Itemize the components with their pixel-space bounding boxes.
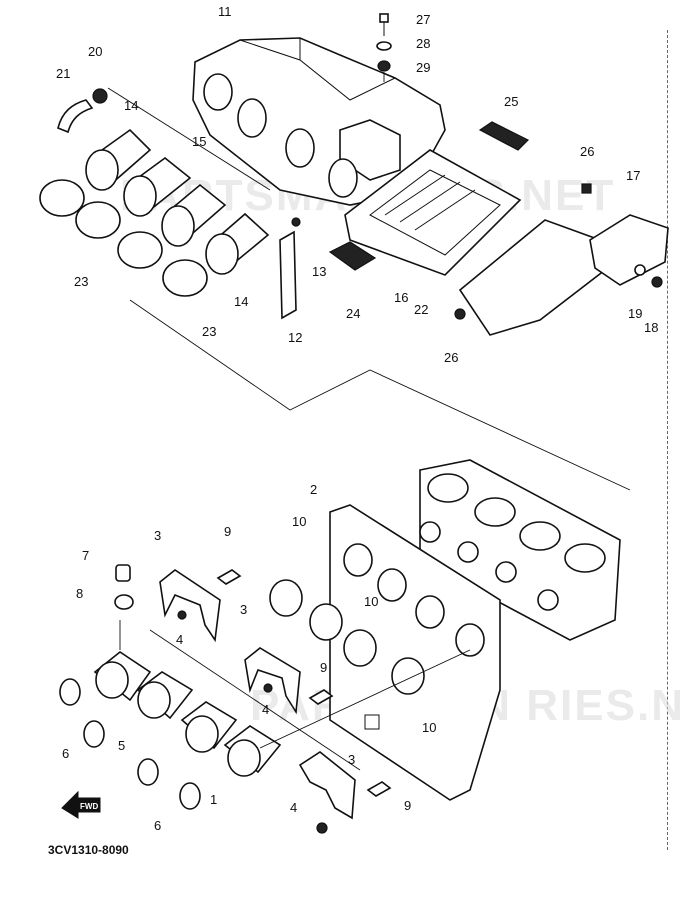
callout-6-left: 6 xyxy=(62,746,69,761)
page-edge-line xyxy=(665,30,668,850)
bolt-9c xyxy=(366,781,392,797)
joint-plate-2 xyxy=(329,504,501,801)
callout-6-bottom: 6 xyxy=(154,818,161,833)
o-ring-6c xyxy=(137,758,159,786)
intake-joints-1 xyxy=(180,701,282,777)
seal-25 xyxy=(478,121,530,151)
forward-arrow-icon: FWD xyxy=(61,790,101,819)
callout-9-middle: 9 xyxy=(320,660,327,675)
callout-23-bottom: 23 xyxy=(202,324,216,339)
intake-joints-5 xyxy=(93,651,194,720)
callout-14-top: 14 xyxy=(124,98,138,113)
o-ring-6a xyxy=(59,678,81,706)
screw-4a xyxy=(177,610,187,620)
air-filter-element-16 xyxy=(344,149,522,276)
callout-19: 19 xyxy=(628,306,642,321)
callout-26-bottom: 26 xyxy=(444,350,458,365)
part-code: 3CV1310-8090 xyxy=(48,843,129,857)
breather-hose-21 xyxy=(57,99,94,134)
callout-18: 18 xyxy=(644,320,658,335)
carburetor-joints xyxy=(85,128,270,275)
callout-10-top: 10 xyxy=(292,514,306,529)
bracket-3b xyxy=(244,647,301,715)
callout-8: 8 xyxy=(76,586,83,601)
callout-14-bottom: 14 xyxy=(234,294,248,309)
screw-27 xyxy=(379,13,389,36)
callout-17: 17 xyxy=(626,168,640,183)
callout-26-top: 26 xyxy=(580,144,594,159)
callout-7: 7 xyxy=(82,548,89,563)
cap-20 xyxy=(92,88,108,104)
callout-29: 29 xyxy=(416,60,430,75)
washer-19 xyxy=(634,264,646,276)
drain-tube-12 xyxy=(279,230,297,320)
callout-20: 20 xyxy=(88,44,102,59)
clamps-23 xyxy=(39,179,208,297)
cap-8 xyxy=(114,594,134,610)
callout-10-middle: 10 xyxy=(364,594,378,609)
callout-2: 2 xyxy=(310,482,317,497)
washer-28 xyxy=(376,41,392,51)
callout-9-top: 9 xyxy=(224,524,231,539)
callout-16: 16 xyxy=(394,290,408,305)
clamps-10 xyxy=(269,579,425,695)
callout-22: 22 xyxy=(414,302,428,317)
screw-4c xyxy=(316,822,328,834)
assembly-boundary-line xyxy=(129,299,631,491)
callout-3-top: 3 xyxy=(154,528,161,543)
air-cleaner-case xyxy=(192,37,446,206)
callout-9-bottom: 9 xyxy=(404,798,411,813)
callout-13: 13 xyxy=(312,264,326,279)
screw-18 xyxy=(651,276,663,288)
air-duct-17 xyxy=(589,214,669,286)
bracket-3a xyxy=(159,569,221,643)
callout-3-middle: 3 xyxy=(240,602,247,617)
callout-21: 21 xyxy=(56,66,70,81)
callout-25: 25 xyxy=(504,94,518,109)
callout-5: 5 xyxy=(118,738,125,753)
callout-11: 11 xyxy=(218,4,232,19)
bolt-9a xyxy=(216,569,242,585)
bolt-9b xyxy=(308,689,334,705)
callout-15: 15 xyxy=(192,134,206,149)
cap-7 xyxy=(115,564,131,582)
callout-4-bottom: 4 xyxy=(290,800,297,815)
o-ring-6d xyxy=(179,782,201,810)
callout-1: 1 xyxy=(210,792,217,807)
seal-24 xyxy=(328,241,377,271)
clip-13 xyxy=(291,217,301,227)
bracket-3c xyxy=(298,751,356,820)
carburetor-bank xyxy=(419,459,621,641)
o-ring-6b xyxy=(83,720,105,748)
grommet-26b xyxy=(454,308,466,320)
callout-3-bottom: 3 xyxy=(348,752,355,767)
callout-10-bottom: 10 xyxy=(422,720,436,735)
fwd-label: FWD xyxy=(80,802,98,811)
callout-23-left: 23 xyxy=(74,274,88,289)
grommet-26a xyxy=(581,183,592,194)
screw-4b xyxy=(263,683,273,693)
grommet-29 xyxy=(377,60,391,72)
callout-24: 24 xyxy=(346,306,360,321)
callout-4-middle: 4 xyxy=(262,702,269,717)
callout-28: 28 xyxy=(416,36,430,51)
callout-4-top: 4 xyxy=(176,632,183,647)
callout-27: 27 xyxy=(416,12,430,27)
callout-12: 12 xyxy=(288,330,302,345)
